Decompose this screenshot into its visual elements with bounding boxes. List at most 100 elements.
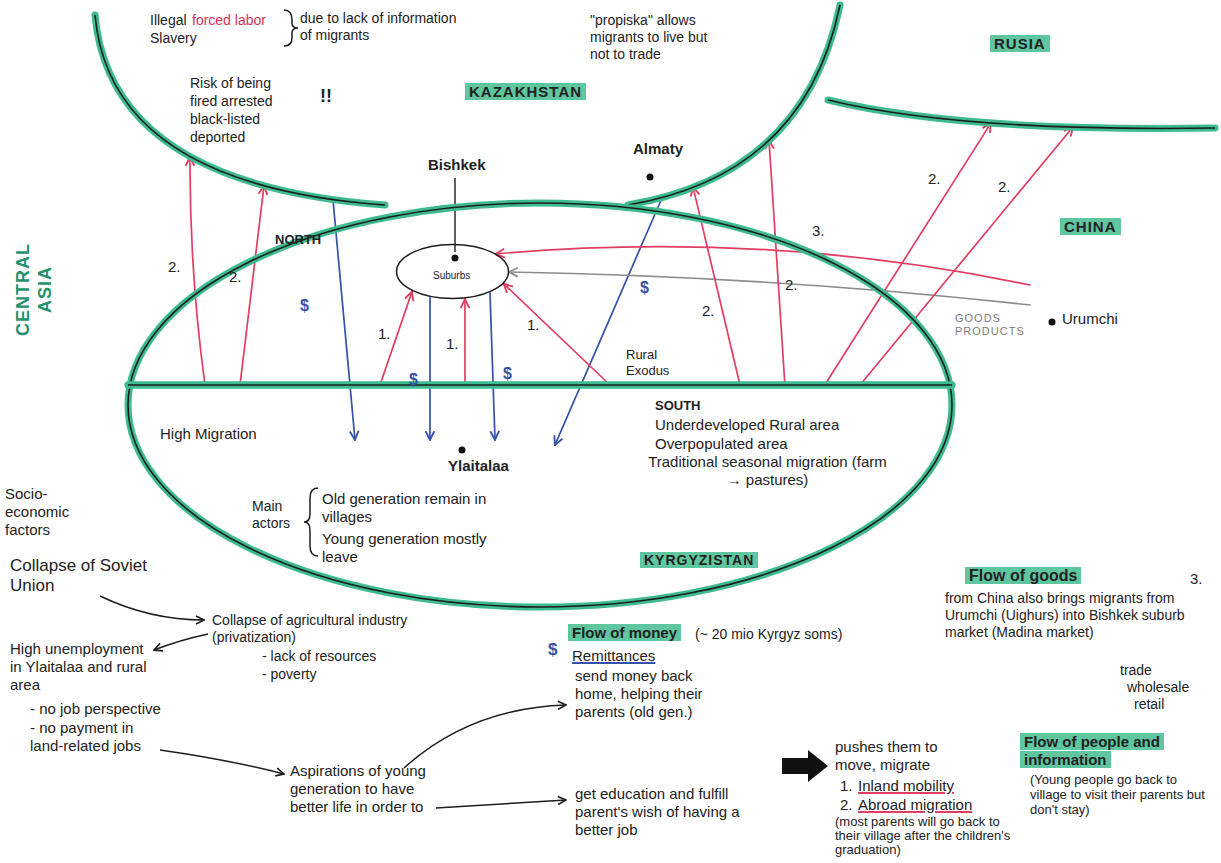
- flow-heading: Flow of goods: [965, 566, 1081, 585]
- note-text: send money back home, helping their pare…: [575, 667, 725, 721]
- note-text: Socio-economic factors: [5, 485, 100, 539]
- flow-arrow: [240, 186, 264, 385]
- country-region-outline: [830, 0, 1215, 140]
- flow-arrow: [490, 293, 495, 440]
- country-name: KYRGYZISTAN: [640, 552, 758, 569]
- callout-number: 1.: [446, 335, 459, 353]
- factor-text: High unemployment in Ylaitalaa and rural…: [10, 640, 150, 694]
- flow-arrow: [464, 299, 466, 385]
- border-line: [95, 15, 385, 205]
- factor-text: - no job perspective: [30, 700, 161, 718]
- country-name: KAZAKHSTAN: [465, 83, 586, 101]
- flow-arrow: [190, 157, 205, 385]
- factor-text: Aspirations of young generation to have …: [290, 762, 428, 816]
- note-text: from China also brings migrants from Uru…: [945, 590, 1185, 641]
- country-ellipse: KYRGYZISTAN NORTH SuburbsSOUTH Underdevelop…: [125, 200, 955, 610]
- note-text: get education and fulfill parent's wish …: [575, 785, 740, 839]
- callout-number: 2.: [785, 276, 798, 294]
- note-text: Old generation remain in villages: [322, 490, 522, 526]
- note-text: retail: [1134, 696, 1164, 713]
- city-name: Bishkek: [428, 156, 486, 174]
- city-dot: [459, 447, 466, 454]
- brace: [304, 488, 318, 556]
- list-number: 1.: [840, 777, 853, 795]
- cause-arrow: [100, 596, 204, 620]
- callout-number: 1.: [378, 325, 391, 343]
- brace: [284, 10, 298, 46]
- callout-number: 2.: [168, 258, 181, 276]
- region-name: NORTH: [275, 232, 321, 248]
- emphasis-mark: !!: [320, 86, 332, 108]
- cause-arrow: [154, 634, 208, 650]
- border-highlight: [828, 100, 1215, 128]
- region-name: SOUTH: [655, 398, 701, 414]
- note-text: Abroad migration: [858, 796, 972, 814]
- region-note: Underdeveloped Rural area: [655, 416, 839, 434]
- country-name: CHINA: [1060, 218, 1121, 236]
- flow-arrow: [769, 140, 785, 385]
- flow-heading-highlight: Flow of people and information: [1020, 733, 1164, 768]
- flow-arrow: [333, 200, 355, 440]
- note-text: Inland mobility: [858, 777, 954, 795]
- note-text: Young generation mostly leave: [322, 530, 522, 566]
- factor-text: - no payment in land-related jobs: [30, 719, 170, 755]
- flow-heading-highlight: Flow of goods: [965, 567, 1081, 584]
- callout-number: 1.: [527, 316, 540, 334]
- border-line: [397, 245, 509, 299]
- city-dot: [1049, 319, 1056, 326]
- callout-number: 2.: [702, 302, 715, 320]
- city-dot: [452, 255, 459, 262]
- suburb-ellipse: Suburbs: [395, 243, 510, 300]
- border-highlight: [128, 382, 952, 389]
- money-sign: $: [548, 640, 557, 660]
- leader-line: [454, 178, 455, 252]
- country-region: CHINA: [1030, 150, 1215, 360]
- border-highlight: [128, 382, 952, 389]
- country-region-outline: [1030, 150, 1215, 360]
- callout-number: 2.: [229, 268, 242, 286]
- factor-text: - poverty: [262, 666, 316, 683]
- money-sign: $: [503, 364, 512, 383]
- flow-heading: Flow of people and information: [1020, 733, 1175, 769]
- country-name-highlight: RUSIA: [990, 35, 1050, 52]
- note-text: Remittances: [572, 647, 655, 665]
- border-line: [128, 384, 952, 386]
- note-text: Main actors: [252, 498, 304, 532]
- flow-arrow: [504, 284, 610, 385]
- flow-label: GOODS PRODUCTS: [955, 312, 1033, 338]
- flow-arrow: [496, 247, 1030, 285]
- note-text: Rural Exodus: [626, 347, 682, 378]
- border-line: [128, 203, 952, 607]
- list-number: 2.: [840, 796, 853, 814]
- callout-number: 3.: [812, 222, 825, 240]
- note-text: Slavery: [150, 30, 197, 47]
- money-sign: $: [640, 278, 649, 297]
- flow-heading: Flow of money: [568, 624, 681, 642]
- callout-number: 2.: [998, 178, 1011, 196]
- note-text: Risk of being fired arrested black-liste…: [190, 74, 290, 146]
- region-band: SOUTH Underdeveloped Rural areaOverpopula…: [125, 385, 955, 610]
- city-name: Almaty: [633, 140, 683, 158]
- city-name: Ylaitalaa: [448, 457, 509, 475]
- city-name: Urumchi: [1062, 310, 1118, 328]
- callout-number: 2.: [928, 170, 941, 188]
- country-name: RUSIA: [990, 35, 1050, 53]
- note-text: "propiska" allows migrants to live but n…: [590, 12, 712, 62]
- region-title: CENTRAL ASIA: [13, 220, 56, 360]
- border-line: [828, 100, 1215, 128]
- region-note: Overpopulated area: [655, 435, 788, 453]
- flow-arrow: [825, 123, 991, 385]
- region-note: Traditional seasonal migration (farm → p…: [645, 453, 890, 489]
- border-highlight: [95, 15, 385, 205]
- flow-arrow: [509, 272, 1030, 305]
- area-name: Suburbs: [433, 270, 470, 282]
- country-region: RUSIA: [830, 0, 1215, 140]
- note-text: (most parents will go back to their vill…: [835, 815, 1025, 857]
- money-sign: $: [300, 296, 309, 315]
- city-dot: [647, 174, 654, 181]
- note-text: Illegal: [150, 12, 187, 29]
- note-text: forced labor: [192, 12, 266, 29]
- callout-number: 3.: [1190, 570, 1203, 588]
- factor-text: Collapse of agricultural industry (priva…: [212, 612, 462, 646]
